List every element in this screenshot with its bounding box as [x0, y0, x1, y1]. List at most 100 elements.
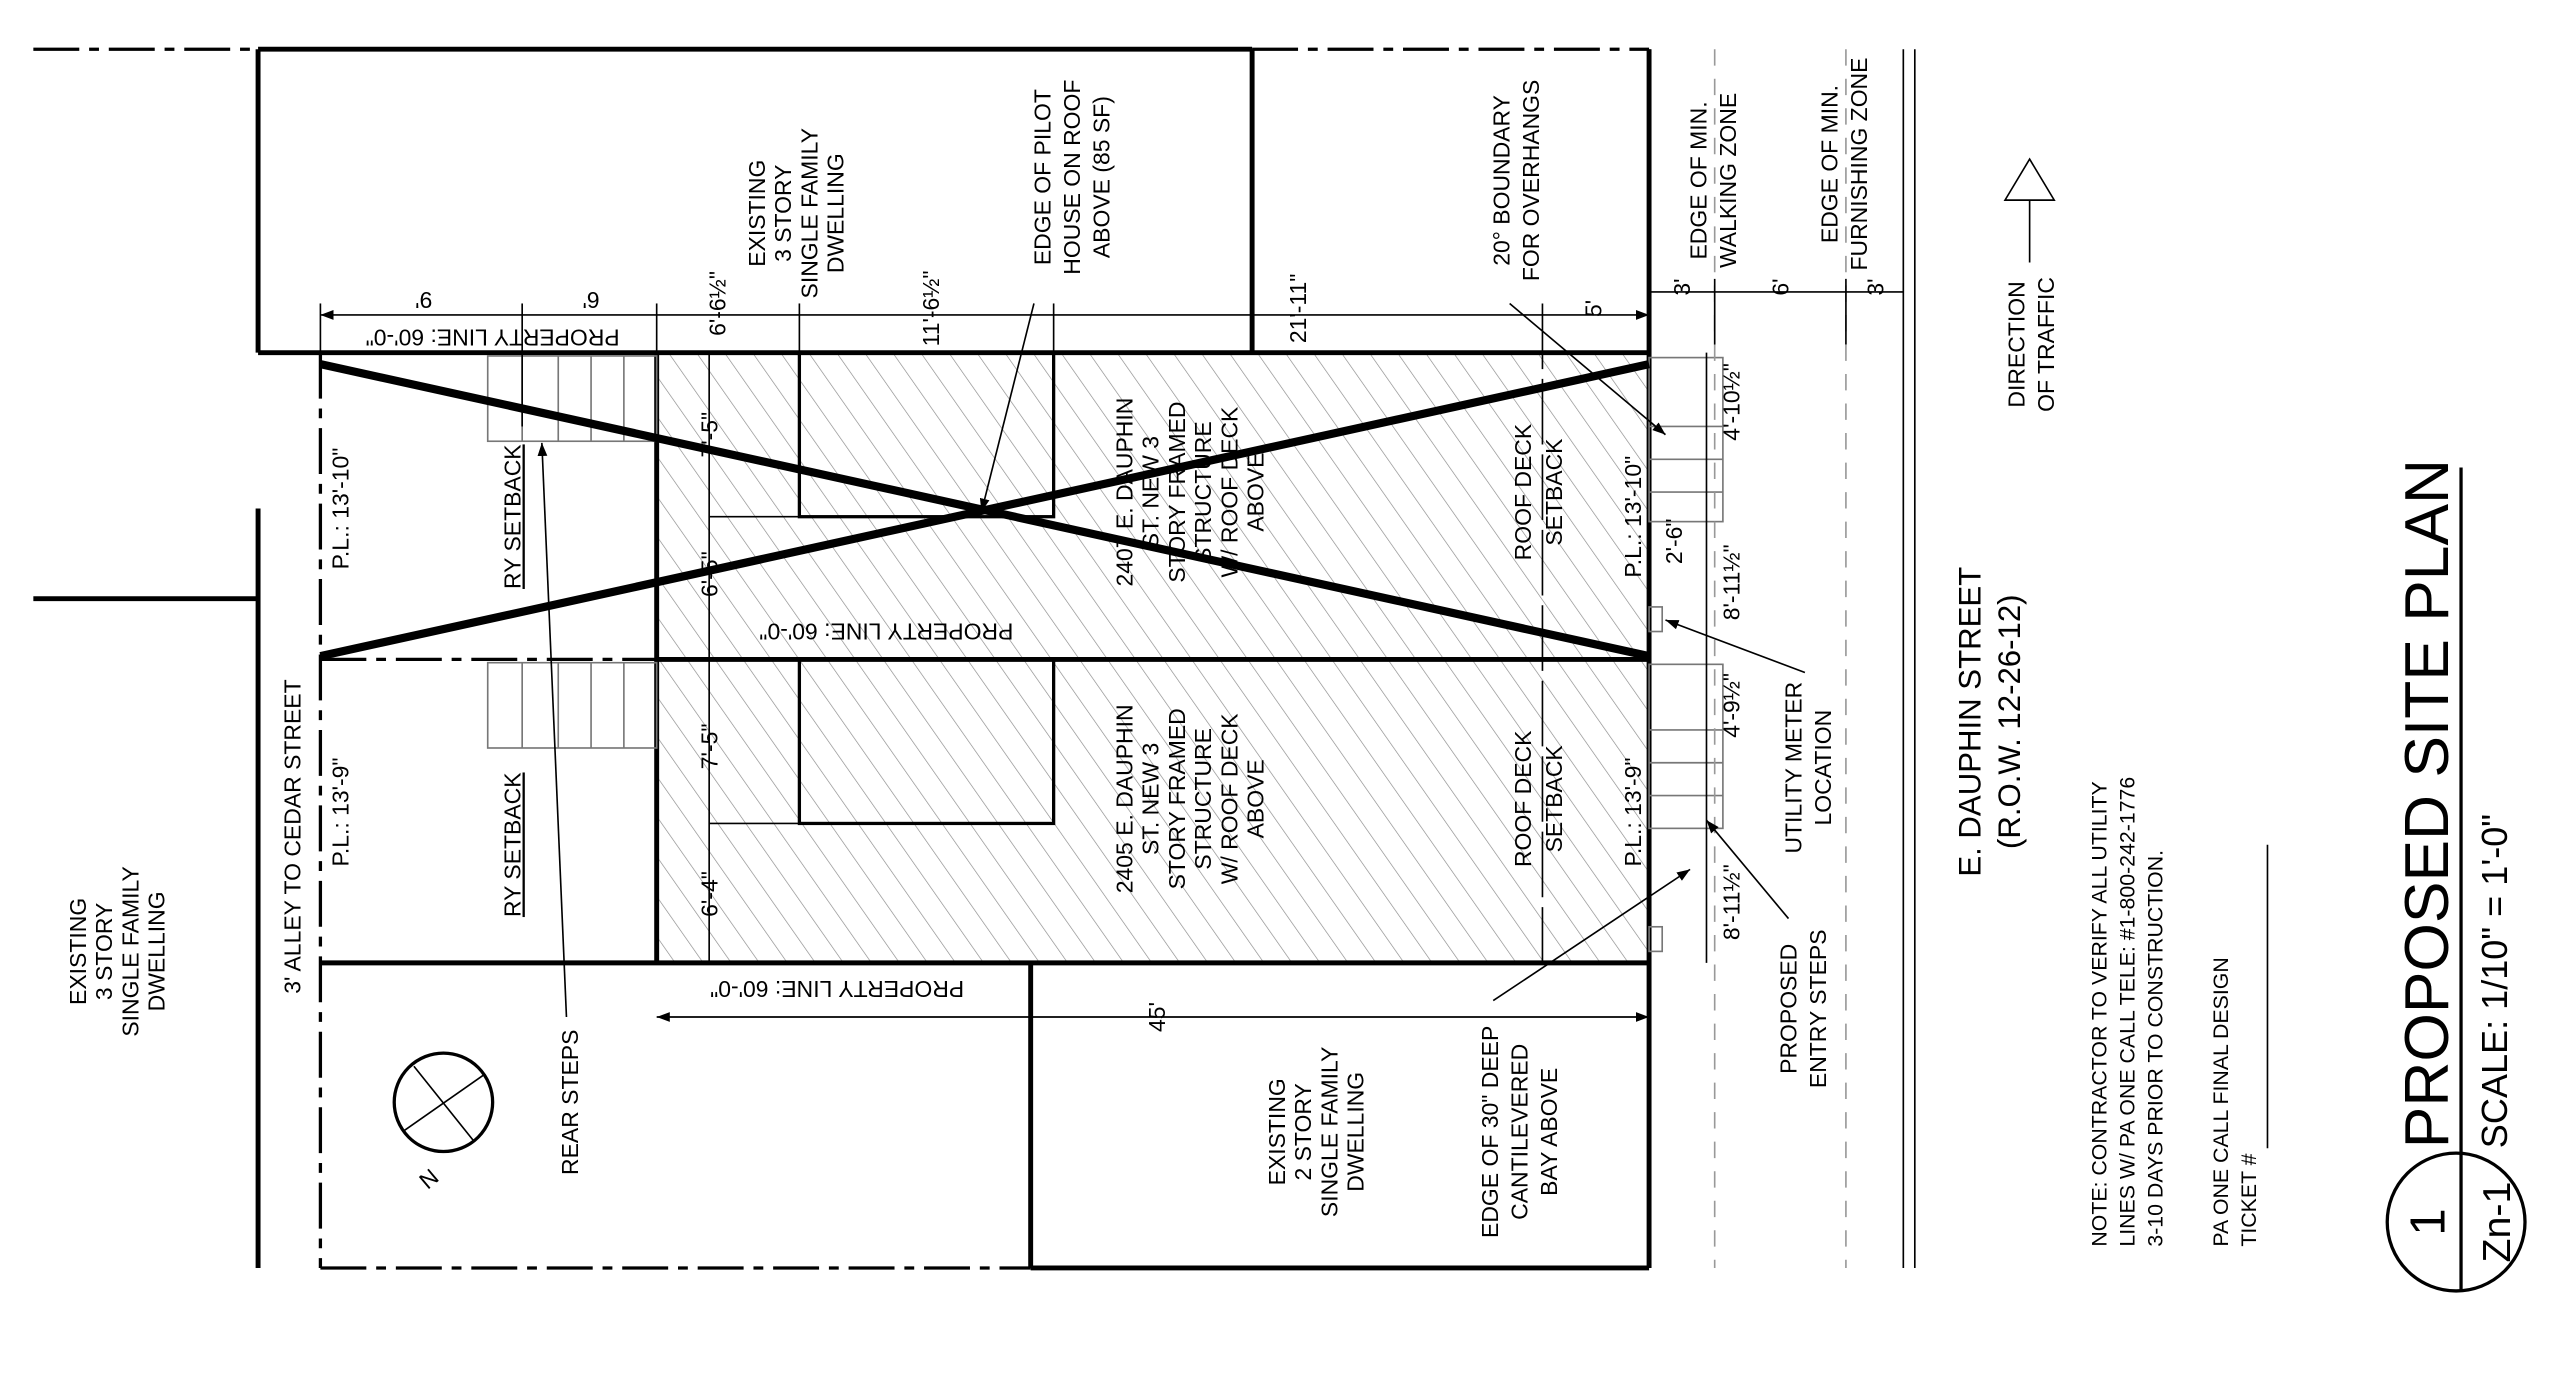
- drawing-text: STRUCTURE: [1190, 728, 1216, 870]
- north-label: N: [414, 1164, 443, 1195]
- drawing-text: P.L.: 13'-9": [327, 757, 353, 866]
- drawing-text: P.L.: 13'-9": [1620, 757, 1646, 866]
- drawing-text: SINGLE FAMILY: [117, 866, 143, 1037]
- top-dimensions: 9' 6' 6'-6½" 11'-6½" 21'-11" 5' 3' 6' 3': [415, 270, 1888, 346]
- drawing-text: ABOVE: [1243, 759, 1269, 838]
- drawing-text: ST. NEW 3: [1138, 436, 1164, 548]
- drawing-text: EDGE OF MIN.: [1817, 85, 1843, 243]
- property-line-label: PROPERTY LINE: 60'-0": [710, 976, 964, 1002]
- roof-deck-setback-2407: ROOF DECK SETBACK: [1510, 423, 1567, 560]
- drawing-text: 2405 E. DAUPHIN: [1111, 704, 1137, 893]
- furnishing-zone-label: EDGE OF MIN.FURNISHING ZONE: [1817, 58, 1873, 271]
- dimension-lines: [319, 278, 1904, 1022]
- drawing-text: 3 STORY: [91, 903, 117, 1000]
- existing-bottom-label: EXISTING2 STORYSINGLE FAMILYDWELLING: [1264, 1047, 1369, 1218]
- drawing-text: CANTILEVERED: [1507, 1044, 1533, 1220]
- drawing-text: ROOF DECK: [1510, 730, 1536, 867]
- drawing-text: UTILITY METER: [1781, 682, 1807, 854]
- drawing-text: DWELLING: [823, 153, 849, 273]
- drawing-text: LINES W/ PA ONE CALL TELE: #1-800-242-17…: [2116, 777, 2140, 1247]
- drawing-title: PROPOSED SITE PLAN: [2393, 459, 2462, 1148]
- drawing-text: 11'-6½": [918, 270, 944, 346]
- drawing-title-block: 1 Zn-1 PROPOSED SITE PLAN SCALE: 1/10" =…: [2385, 459, 2527, 1293]
- drawing-text: SINGLE FAMILY: [796, 128, 822, 299]
- drawing-text: 9': [415, 287, 432, 313]
- drawing-text: 4'-9½": [1718, 673, 1744, 738]
- drawing-number: 1: [2401, 1208, 2456, 1235]
- drawing-text: PROPOSED: [1776, 944, 1802, 1074]
- drawing-text: P.L.: 13'-10": [1620, 456, 1646, 578]
- property-line-label: PROPERTY LINE: 60'-0": [759, 618, 1013, 644]
- drawing-text: 45': [1144, 1002, 1170, 1032]
- drawing-text: STORY FRAMED: [1164, 708, 1190, 889]
- drawing-text: 2'-6": [1661, 518, 1687, 564]
- drawing-text: 6'-6½": [705, 271, 731, 336]
- drawing-text: 2 STORY: [1290, 1083, 1316, 1180]
- drawing-text: OF TRAFFIC: [2033, 277, 2059, 412]
- drawing-text: ABOVE (85 SF): [1088, 96, 1114, 258]
- drawing-text: SETBACK: [1541, 745, 1567, 853]
- traffic-arrow-icon: [2003, 157, 2056, 263]
- drawing-text: BAY ABOVE: [1536, 1068, 1562, 1196]
- drawing-text: SETBACK: [1541, 438, 1567, 546]
- drawing-text: 21'-11": [1285, 274, 1311, 344]
- drawing-text: DWELLING: [1343, 1072, 1369, 1192]
- drawing-text: 3 STORY: [770, 165, 796, 262]
- drawing-text: P.L.: 13'-10": [327, 448, 353, 570]
- drawing-text: EDGE OF PILOT: [1029, 89, 1055, 265]
- drawing-text: EDGE OF MIN.: [1685, 101, 1711, 259]
- existing-building-top: [33, 46, 1650, 353]
- drawing-text: STRUCTURE: [1190, 421, 1216, 563]
- drawing-text: EXISTING: [65, 898, 91, 1005]
- drawing-text: FURNISHING ZONE: [1846, 58, 1872, 271]
- sidewalk-zone-lines: [1713, 49, 1916, 1268]
- north-arrow: N: [392, 1051, 495, 1195]
- drawing-text: 2407 E. DAUPHIN: [1111, 398, 1137, 587]
- pilot-house-2405: [797, 657, 1056, 826]
- drawing-text: WALKING ZONE: [1715, 93, 1741, 268]
- drawing-text: ROOF DECK: [1510, 423, 1536, 560]
- street-label: E. DAUPHIN STREET(R.O.W. 12-26-12): [1952, 567, 2026, 877]
- drawing-text: ABOVE: [1243, 453, 1269, 532]
- drawing-text: NOTE: CONTRACTOR TO VERIFY ALL UTILITY: [2088, 781, 2112, 1246]
- drawing-text: E. DAUPHIN STREET: [1952, 567, 1987, 877]
- drawing-text: W/ ROOF DECK: [1216, 406, 1242, 578]
- rear-steps-label: REAR STEPS: [557, 1030, 583, 1175]
- drawing-text: PA ONE CALL FINAL DESIGN: [2209, 957, 2233, 1246]
- drawing-text: 6': [582, 287, 599, 313]
- existing-top-label: EXISTING3 STORYSINGLE FAMILYDWELLING: [744, 128, 849, 299]
- drawing-text: EXISTING: [744, 160, 770, 267]
- property-lines: [33, 49, 1652, 1270]
- drawing-text: SINGLE FAMILY: [1316, 1047, 1342, 1218]
- walking-zone-label: EDGE OF MIN.WALKING ZONE: [1685, 93, 1741, 268]
- unit-2407-label: 2407 E. DAUPHINST. NEW 3STORY FRAMEDSTRU…: [1111, 398, 1268, 587]
- drawing-text: (R.O.W. 12-26-12): [1992, 594, 2027, 849]
- property-line-label: PROPERTY LINE: 60'-0": [366, 325, 620, 351]
- drawing-text: 6': [1768, 278, 1794, 295]
- drawing-text: EDGE OF 30" DEEP: [1477, 1026, 1503, 1238]
- drawing-text: 20° BOUNDARY: [1489, 95, 1515, 266]
- ry-setback-label: RY SETBACK: [500, 444, 526, 589]
- drawing-text: 8'-11½": [1718, 544, 1744, 620]
- side-dimensions: 7'-5" 6'-5" 7'-5" 6'-4" P.L.: 13'-10" P.…: [327, 363, 1744, 1032]
- drawing-text: ENTRY STEPS: [1805, 929, 1831, 1088]
- drawing-text: FOR OVERHANGS: [1518, 80, 1544, 282]
- drawing-text: 6'-5": [696, 551, 722, 597]
- entry-steps: [1648, 356, 1724, 953]
- drawing-text: 5': [1581, 300, 1607, 317]
- roof-deck-setback-2405: ROOF DECK SETBACK: [1510, 730, 1567, 867]
- sheet-number: Zn-1: [2475, 1182, 2519, 1263]
- drawing-text: 3': [1669, 278, 1695, 295]
- drawing-text: 6'-4": [696, 871, 722, 917]
- unit-2405-label: 2405 E. DAUPHINST. NEW 3STORY FRAMEDSTRU…: [1111, 704, 1268, 893]
- drawing-text: 3': [1863, 278, 1889, 295]
